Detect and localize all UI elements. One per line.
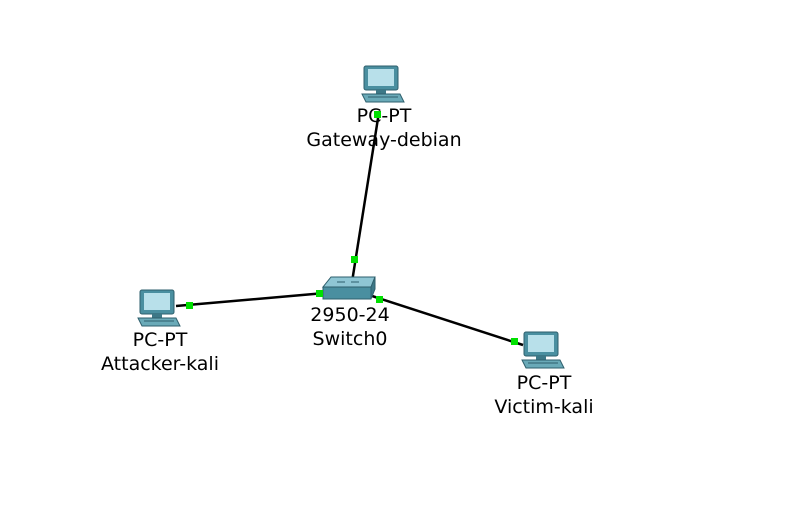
device-model: PC-PT [516, 372, 572, 394]
pc-icon[interactable] [361, 65, 405, 103]
link-light-attacker-pc [186, 302, 193, 309]
link-switch-gateway[interactable] [350, 111, 381, 283]
pc-icon[interactable] [521, 331, 565, 369]
link-light-victim-pc [511, 338, 518, 345]
device-label-switch: 2950-24 Switch0 [310, 303, 389, 351]
link-light-victim-switch [376, 296, 383, 303]
switch-icon[interactable] [321, 276, 376, 300]
device-model: PC-PT [356, 105, 412, 127]
device-label-gateway: PC-PT Gateway-debian [306, 104, 461, 152]
pc-icon[interactable] [137, 289, 181, 327]
link-light-attacker-switch [316, 290, 323, 297]
device-model: PC-PT [132, 329, 188, 351]
link-status-lights [186, 111, 518, 345]
links [175, 111, 524, 347]
link-switch-attacker[interactable] [175, 291, 326, 308]
device-name: Attacker-kali [101, 353, 219, 375]
device-label-victim: PC-PT Victim-kali [494, 371, 593, 419]
link-switch-victim[interactable] [371, 294, 524, 347]
device-name: Victim-kali [494, 396, 594, 418]
link-light-gateway-switch [351, 256, 358, 263]
device-name: Gateway-debian [306, 129, 462, 151]
device-model: 2950-24 [310, 304, 390, 326]
device-name: Switch0 [312, 328, 388, 350]
link-light-gateway-pc [374, 111, 381, 118]
device-label-attacker: PC-PT Attacker-kali [101, 328, 219, 376]
